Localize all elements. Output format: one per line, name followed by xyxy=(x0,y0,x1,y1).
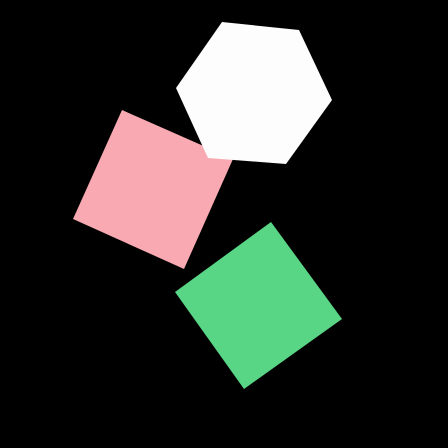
pink-square xyxy=(73,110,233,269)
green-square xyxy=(175,222,342,389)
white-hexagon xyxy=(176,22,332,164)
